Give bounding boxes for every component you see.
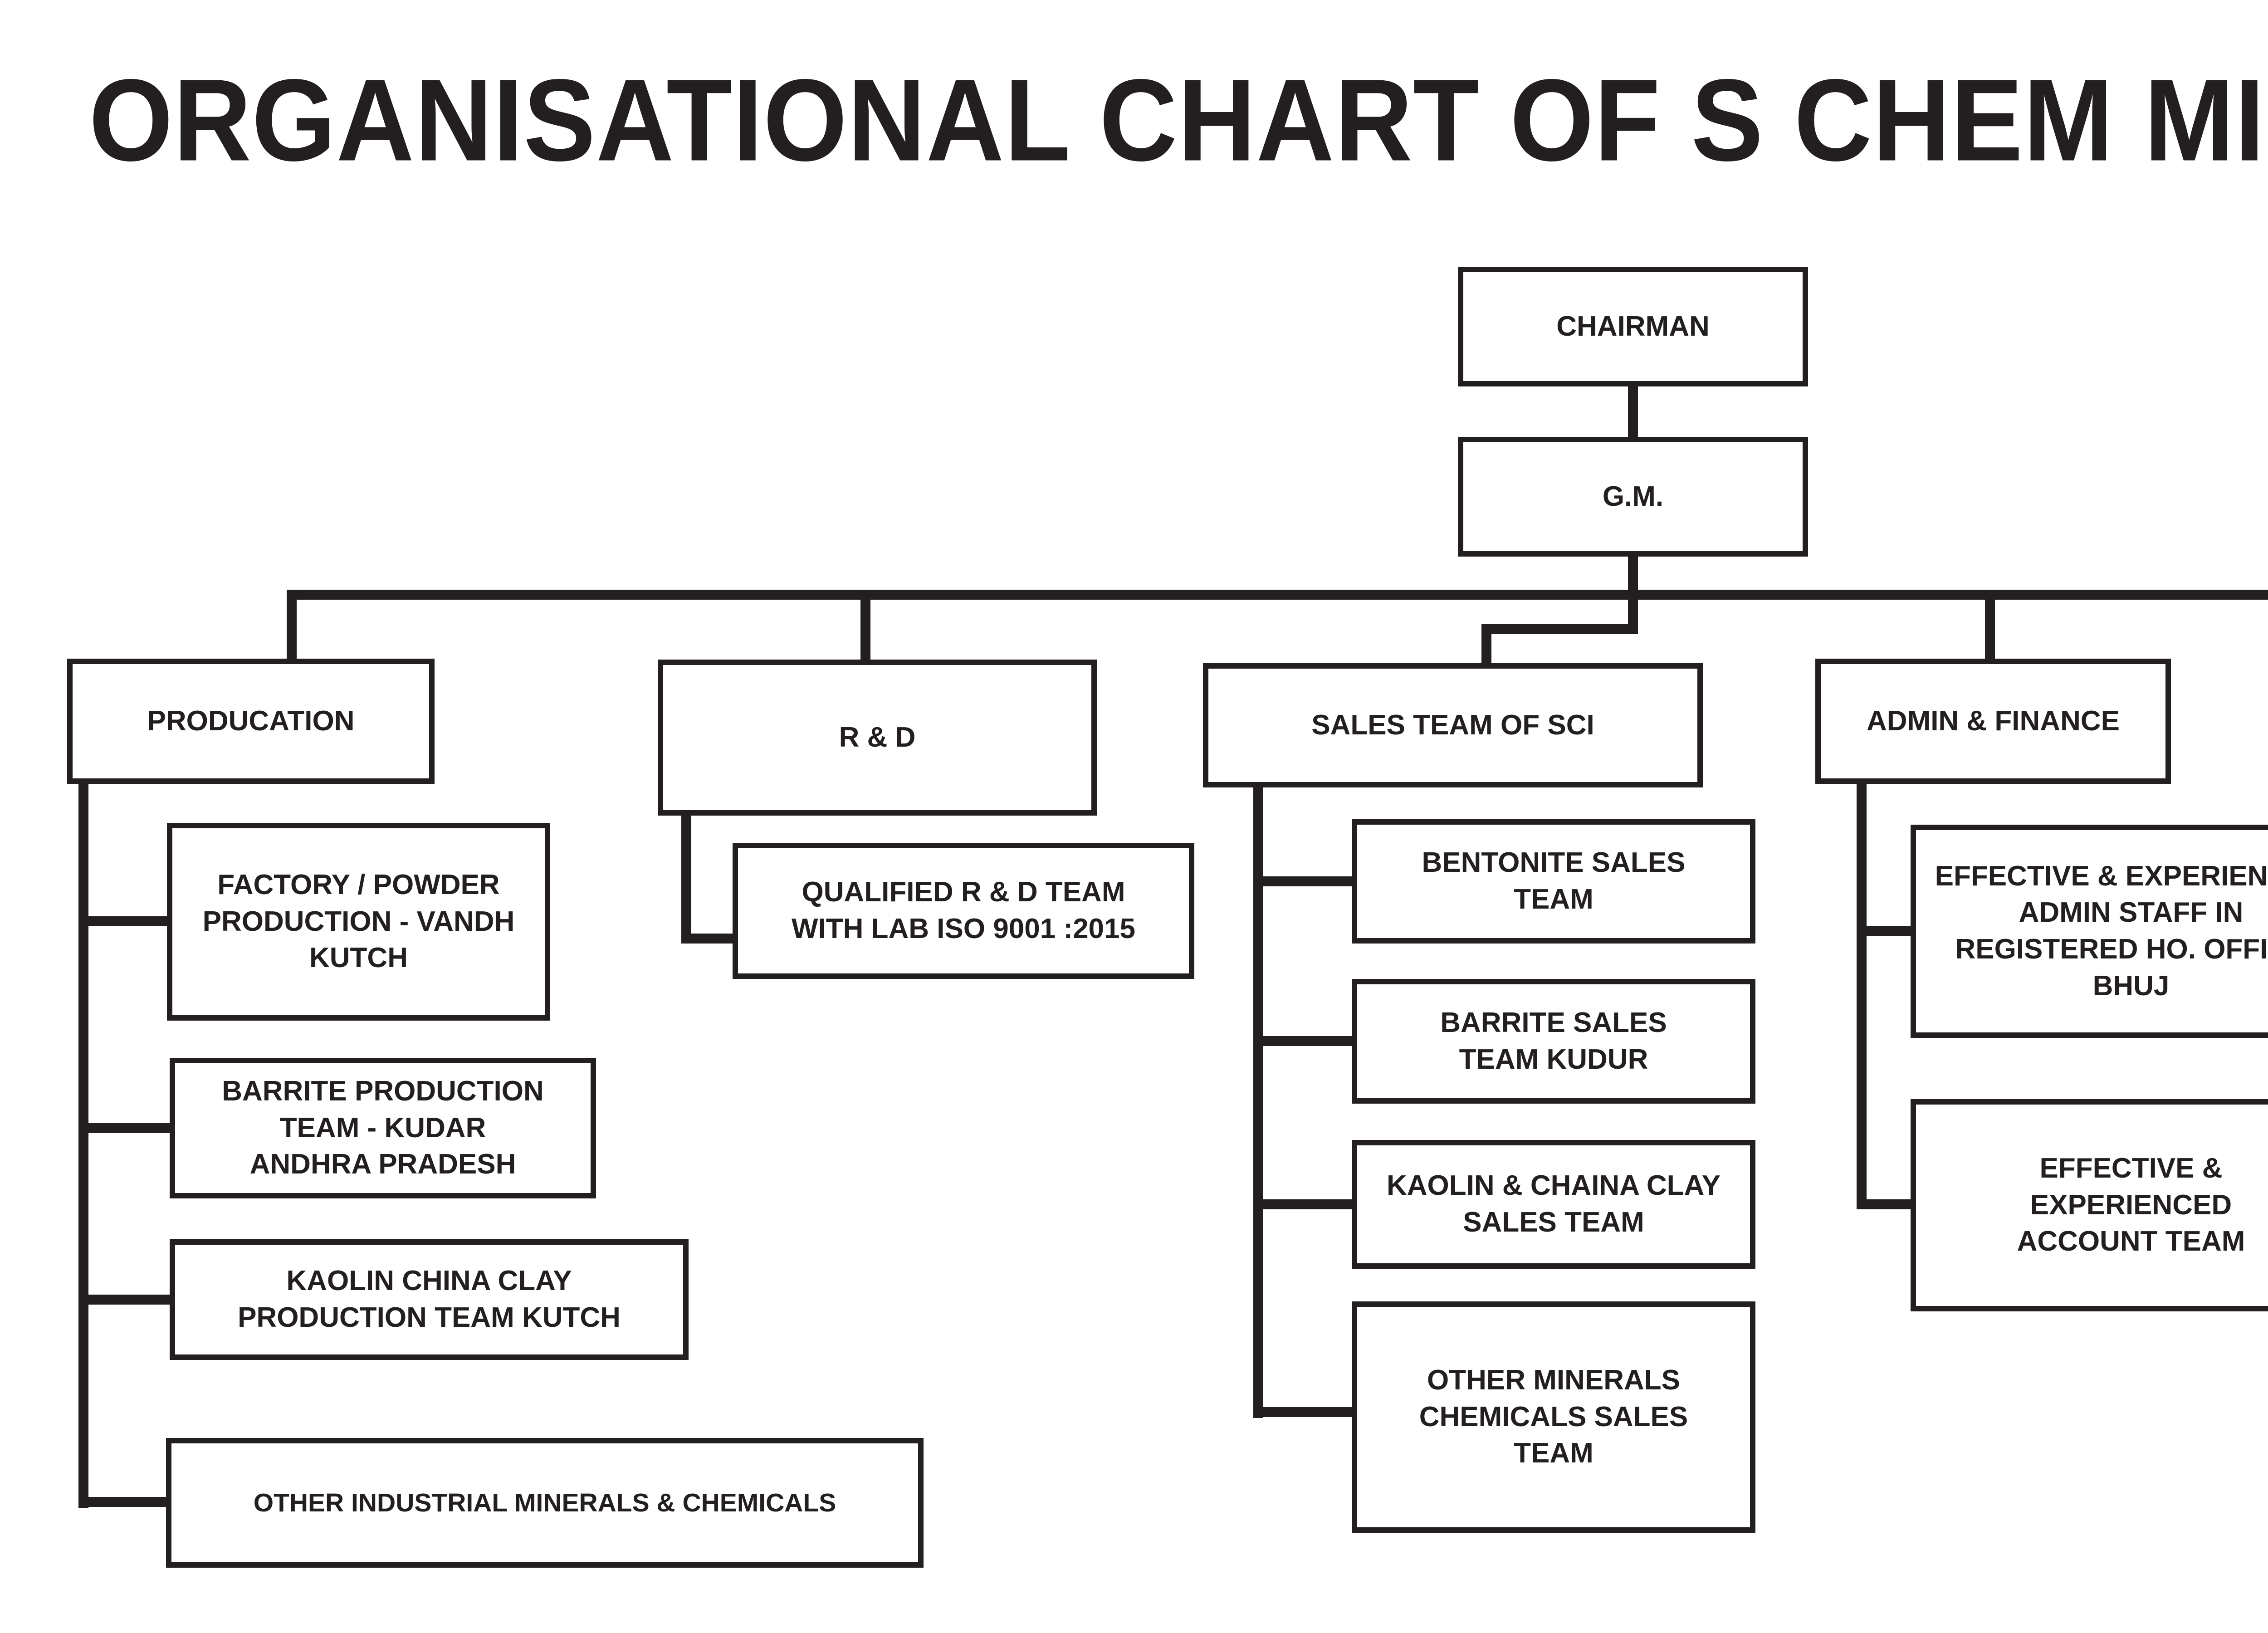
org-node-sales-label: SALES TEAM OF SCI [1311, 709, 1594, 741]
connector-chairman-gm [1628, 386, 1638, 439]
connector-stub-other [78, 1497, 168, 1507]
connector-stub-kaolin [78, 1295, 171, 1305]
connector-stub-other-min [1253, 1407, 1354, 1417]
connector-drop-rd [860, 599, 870, 661]
connector-stub-barrite-sls [1253, 1036, 1354, 1046]
connector-production-vert [78, 782, 88, 1508]
org-node-kaolin-production: KAOLIN CHINA CLAY PRODUCTION TEAM KUTCH [170, 1239, 689, 1360]
connector-admin-vert [1857, 781, 1867, 1209]
org-node-chairman-label: CHAIRMAN [1556, 310, 1710, 342]
connector-sales-jog-drop [1481, 624, 1491, 668]
org-node-bentonite-sales: BENTONITE SALES TEAM [1352, 819, 1755, 944]
org-node-gm: G.M. [1458, 437, 1808, 557]
chart-title: ORGANISATIONAL CHART OF S CHEM MINERALS … [89, 55, 2268, 186]
org-node-qualified-rd-label: QUALIFIED R & D TEAM WITH LAB ISO 9001 :… [791, 876, 1136, 944]
connector-stub-barrite [78, 1123, 171, 1133]
org-node-kaolin-china-sales: KAOLIN & CHAINA CLAY SALES TEAM [1352, 1140, 1755, 1269]
org-node-qualified-rd: QUALIFIED R & D TEAM WITH LAB ISO 9001 :… [733, 843, 1194, 979]
org-node-rd: R & D [658, 660, 1097, 816]
org-node-rd-label: R & D [839, 721, 916, 753]
org-node-factory-powder: FACTORY / POWDER PRODUCTION - VANDH KUTC… [167, 823, 550, 1021]
org-node-barrite-production: BARRITE PRODUCTION TEAM - KUDAR ANDHRA P… [170, 1058, 596, 1198]
org-node-barrite-sales: BARRITE SALES TEAM KUDUR [1352, 979, 1755, 1104]
org-node-admin-staff: EFFECTIVE & EXPERIENCED ADMIN STAFF IN R… [1911, 825, 2268, 1038]
connector-stub-account [1857, 1199, 1912, 1209]
org-node-admin-staff-label: EFFECTIVE & EXPERIENCED ADMIN STAFF IN R… [1935, 860, 2268, 1002]
org-node-other-industrial-label: OTHER INDUSTRIAL MINERALS & CHEMICALS [253, 1488, 836, 1517]
connector-stub-kaolin-sls [1253, 1199, 1354, 1209]
org-node-barrite-production-label: BARRITE PRODUCTION TEAM - KUDAR ANDHRA P… [222, 1076, 544, 1180]
org-node-gm-label: G.M. [1602, 480, 1664, 512]
connector-stub-admin-staff [1857, 926, 1912, 936]
org-node-account-team: EFFECTIVE & EXPERIENCED ACCOUNT TEAM [1911, 1099, 2268, 1311]
org-node-barrite-sales-label: BARRITE SALES TEAM KUDUR [1440, 1007, 1667, 1075]
org-node-other-industrial: OTHER INDUSTRIAL MINERALS & CHEMICALS [166, 1438, 924, 1568]
org-node-factory-powder-label: FACTORY / POWDER PRODUCTION - VANDH KUTC… [202, 869, 515, 974]
org-node-admin-finance-label: ADMIN & FINANCE [1867, 705, 2120, 737]
connector-rd-stub [681, 934, 734, 944]
org-node-kaolin-china-sales-label: KAOLIN & CHAINA CLAY SALES TEAM [1387, 1170, 1721, 1238]
org-node-sales: SALES TEAM OF SCI [1203, 663, 1703, 787]
connector-stub-bentonite [1253, 876, 1354, 886]
connector-drop-production [287, 599, 297, 660]
org-node-bentonite-sales-label: BENTONITE SALES TEAM [1422, 847, 1686, 915]
org-node-kaolin-production-label: KAOLIN CHINA CLAY PRODUCTION TEAM KUTCH [238, 1265, 621, 1333]
connector-rd-vert [681, 813, 691, 944]
connector-stub-factory [78, 916, 169, 926]
org-node-other-minerals-sales: OTHER MINERALS CHEMICALS SALES TEAM [1352, 1301, 1755, 1533]
org-node-production-label: PRODUCATION [147, 705, 355, 737]
connector-sales-vert [1253, 785, 1263, 1418]
org-node-production: PRODUCATION [67, 659, 435, 784]
org-node-other-minerals-sales-label: OTHER MINERALS CHEMICALS SALES TEAM [1419, 1364, 1688, 1469]
connector-bus [287, 590, 2268, 600]
connector-drop-admin [1985, 599, 1995, 660]
org-node-admin-finance: ADMIN & FINANCE [1815, 659, 2171, 784]
org-node-account-team-label: EFFECTIVE & EXPERIENCED ACCOUNT TEAM [2017, 1153, 2245, 1257]
connector-sales-jog-h [1481, 624, 1638, 634]
org-node-chairman: CHAIRMAN [1458, 267, 1808, 386]
